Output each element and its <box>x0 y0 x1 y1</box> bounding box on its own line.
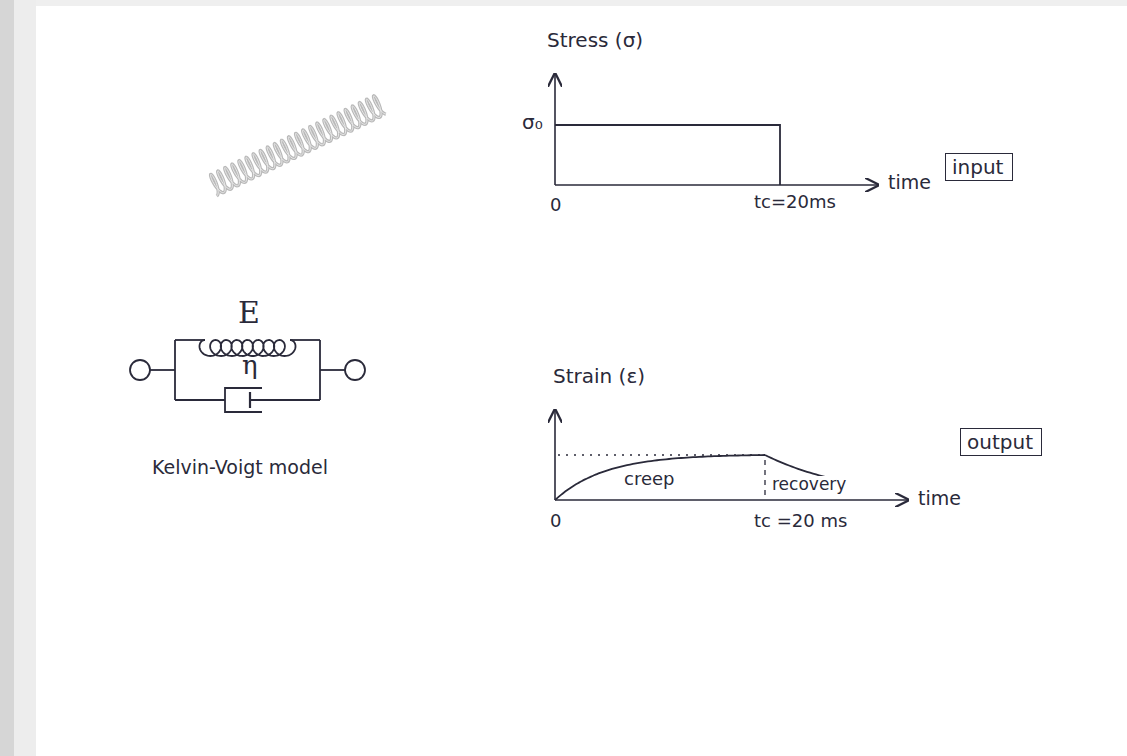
x-axis <box>555 499 908 501</box>
scan-band <box>0 0 14 756</box>
wire <box>290 339 320 341</box>
axis-value: σ₀ <box>520 112 545 132</box>
terminal <box>130 360 150 380</box>
wire <box>250 399 320 401</box>
wire <box>175 399 225 401</box>
x-axis <box>555 184 878 186</box>
wire <box>175 339 205 341</box>
y-axis <box>554 74 556 185</box>
wire <box>174 340 176 400</box>
creep-curve <box>555 455 765 500</box>
y-axis <box>554 410 556 500</box>
tag-text: output <box>967 431 1041 453</box>
wire <box>150 369 175 371</box>
scan-band <box>14 0 36 756</box>
wire <box>319 340 321 400</box>
model-name: Kelvin-Voigt model <box>150 458 330 477</box>
axis-title: Strain (ε) <box>551 366 647 386</box>
spring-coil <box>211 96 386 196</box>
stress-graph <box>555 74 878 185</box>
kelvin-voigt-symbol <box>130 340 365 412</box>
spring-illustration <box>211 96 386 196</box>
spring-highlight <box>211 96 386 196</box>
scan-band <box>36 0 1127 6</box>
region-label: creep <box>622 470 676 488</box>
region-label: recovery <box>770 476 848 493</box>
spring-modulus: E <box>236 298 262 328</box>
time-mark: tc=20ms <box>752 193 838 211</box>
dashed-guide <box>764 460 765 498</box>
tag-box: input <box>945 153 1013 181</box>
axis-title: Stress (σ) <box>545 30 645 50</box>
wire <box>320 369 345 371</box>
dashpot-viscosity: η <box>240 352 260 378</box>
axis-name: time <box>886 173 933 192</box>
axis-name: time <box>916 489 963 508</box>
tag-box: output <box>960 428 1042 456</box>
time-mark: tc =20 ms <box>752 512 849 530</box>
axis-origin: 0 <box>548 196 563 214</box>
terminal <box>345 360 365 380</box>
axis-origin: 0 <box>548 512 563 530</box>
strain-graph <box>555 410 908 500</box>
stress-pulse <box>555 125 780 185</box>
tag-text: input <box>952 156 1012 178</box>
